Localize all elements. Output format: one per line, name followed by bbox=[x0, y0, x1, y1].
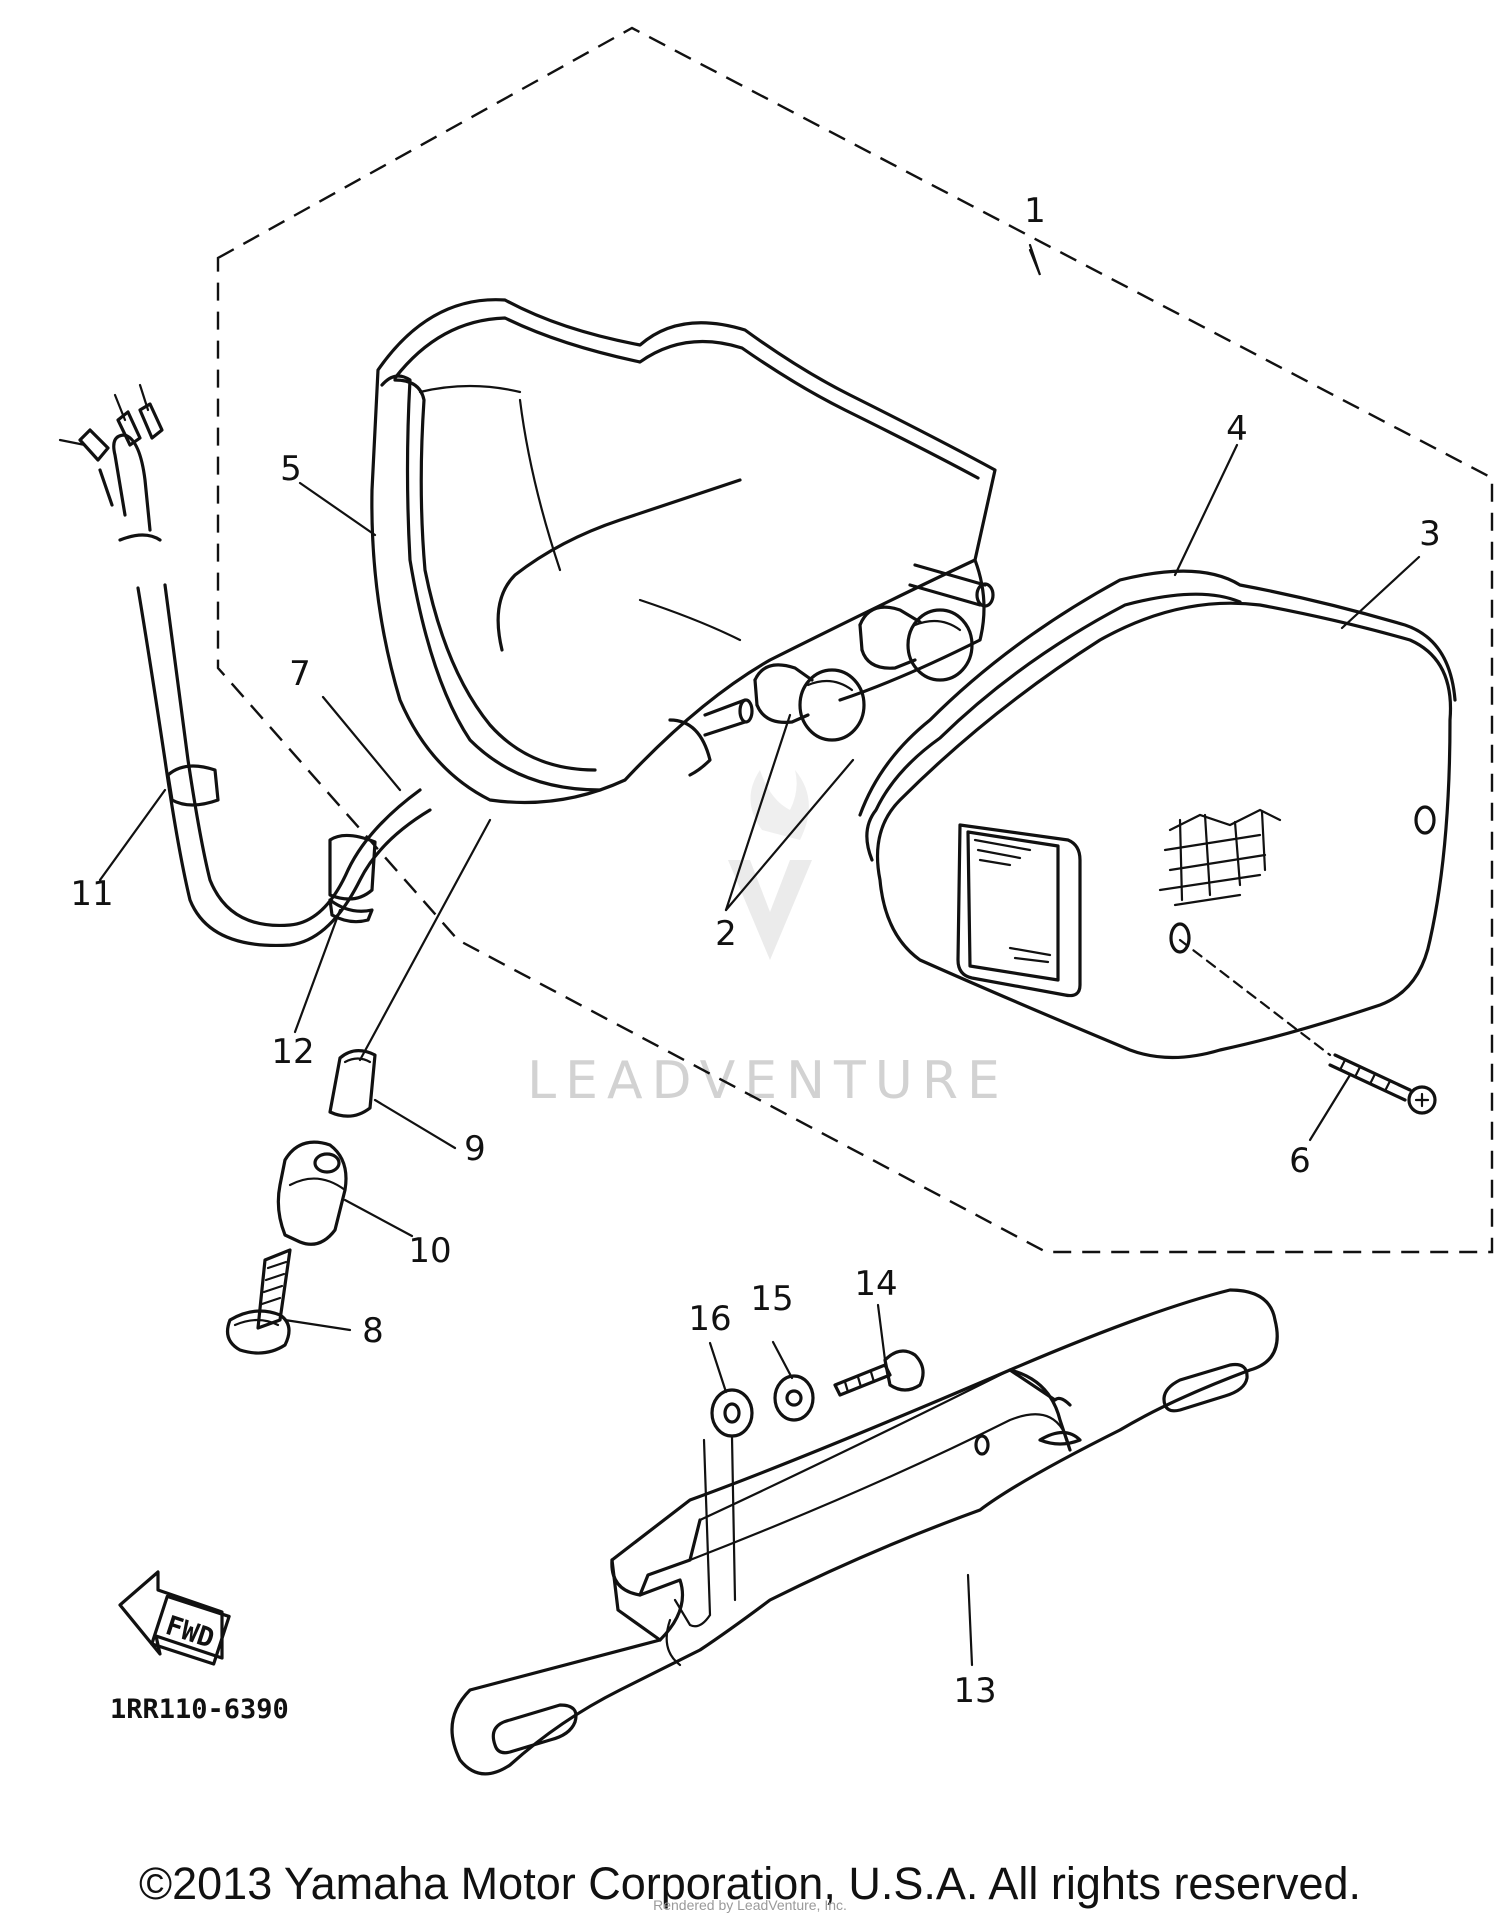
diagram-code: 1RR110-6390 bbox=[110, 1694, 289, 1725]
leader-lines bbox=[98, 243, 1421, 1667]
wire-harness bbox=[58, 383, 432, 948]
rendered-by-notice: Rendered by LeadVenture, Inc. bbox=[653, 1897, 847, 1913]
washer-15 bbox=[773, 1374, 815, 1422]
callout-11: 11 bbox=[70, 874, 113, 914]
callout-2: 2 bbox=[715, 914, 737, 954]
bolt-lamp bbox=[226, 1248, 292, 1355]
callout-12: 12 bbox=[271, 1032, 314, 1072]
collar bbox=[328, 1049, 377, 1118]
lens-gasket bbox=[858, 569, 1457, 862]
callout-4: 4 bbox=[1226, 409, 1248, 449]
hardware-path-line bbox=[673, 1435, 737, 1628]
callout-7: 7 bbox=[289, 654, 311, 694]
callout-13: 13 bbox=[953, 1671, 996, 1711]
callout-9: 9 bbox=[464, 1129, 486, 1169]
damper bbox=[276, 1140, 348, 1246]
callout-16: 16 bbox=[688, 1299, 731, 1339]
screw-lens bbox=[1178, 938, 1437, 1115]
nut-16 bbox=[710, 1388, 754, 1438]
lamp-housing bbox=[370, 298, 997, 805]
callout-3: 3 bbox=[1419, 514, 1441, 554]
fwd-label: FWD bbox=[162, 1610, 218, 1655]
assembly-boundary bbox=[216, 26, 1494, 1254]
lens bbox=[875, 601, 1453, 1060]
bolt-bracket bbox=[833, 1349, 925, 1397]
bulb-lower bbox=[753, 663, 866, 742]
copyright-notice: ©2013 Yamaha Motor Corporation, U.S.A. A… bbox=[138, 1858, 1362, 1909]
bulb-upper bbox=[858, 605, 974, 682]
callout-15: 15 bbox=[750, 1279, 793, 1319]
watermark-text: LEADVENTURE bbox=[527, 1051, 1009, 1111]
callout-1: 1 bbox=[1024, 191, 1046, 231]
fwd-arrow-icon bbox=[118, 1570, 231, 1666]
callout-14: 14 bbox=[854, 1264, 897, 1304]
callout-6: 6 bbox=[1289, 1141, 1311, 1181]
callout-10: 10 bbox=[408, 1231, 451, 1271]
callout-5: 5 bbox=[280, 449, 302, 489]
callout-8: 8 bbox=[362, 1311, 384, 1351]
license-bracket bbox=[450, 1288, 1279, 1776]
